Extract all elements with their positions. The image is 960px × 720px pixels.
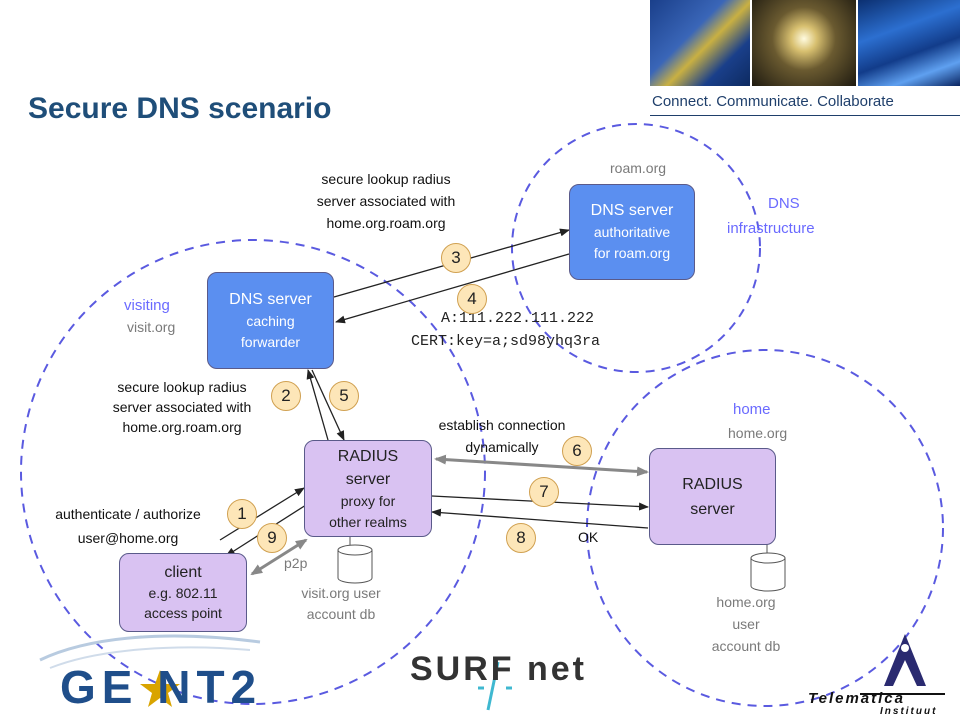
step-badge-6: 6: [562, 436, 592, 466]
telematica-emblem-icon: [860, 634, 945, 695]
lookup-left-line2: server associated with: [112, 399, 252, 415]
auth-label: authenticate / authorize user@home.org: [28, 502, 228, 550]
arrow-step-1: [219, 487, 305, 541]
arrow-step-6: [434, 454, 649, 477]
dns-cache-line3: forwarder: [240, 333, 301, 350]
establish-line2: dynamically: [465, 439, 539, 455]
radius-proxy-line3: proxy for: [340, 492, 396, 509]
zone-dns-title-line1: DNS: [768, 195, 800, 212]
visit-db-line2: account db: [306, 606, 376, 622]
step-badge-2: 2: [271, 381, 301, 411]
dns-caching-server[interactable]: DNS server caching forwarder: [207, 272, 334, 369]
dns-authoritative-server[interactable]: DNS server authoritative for roam.org: [569, 184, 695, 280]
ok-label: OK: [578, 529, 599, 545]
lookup-top-line2: server associated with: [316, 193, 456, 209]
home-db-icon: [750, 552, 786, 592]
tagline: Connect. Communicate. Collaborate: [652, 93, 894, 110]
dns-auth-line2: authoritative: [593, 224, 671, 240]
zone-dns-circle: [511, 123, 761, 373]
arrow-step-2: [306, 369, 329, 441]
dns-cache-line1: DNS server: [229, 290, 312, 308]
establish-label: establish connection dynamically: [414, 414, 590, 458]
photo-flags: [650, 0, 750, 86]
radius-proxy-line2: server: [345, 470, 391, 488]
dns-record-cert: CERT:key=a;sd98yhq3ra: [411, 333, 601, 350]
step-badge-3: 3: [441, 243, 471, 273]
telematica-logo: Telematica: [808, 690, 905, 707]
step-badge-1: 1: [227, 499, 257, 529]
step-badge-9: 9: [257, 523, 287, 553]
zone-visiting-domain: visit.org: [127, 319, 176, 335]
home-db-line2: user: [732, 616, 760, 632]
radius-home-server[interactable]: RADIUS server: [649, 448, 776, 545]
instituut-logo: Instituut: [880, 706, 938, 717]
auth-line2: user@home.org: [77, 530, 179, 546]
arrow-p2p: [250, 538, 308, 576]
radius-proxy-line4: other realms: [329, 513, 407, 530]
dns-auth-line1: DNS server: [590, 202, 674, 219]
auth-line1: authenticate / authorize: [55, 506, 201, 522]
visit-db-line1: visit.org user: [301, 585, 381, 601]
step-badge-8: 8: [506, 523, 536, 553]
lookup-top-label: secure lookup radius server associated w…: [298, 168, 474, 234]
dns-record-a: A:111.222.111.222: [441, 310, 595, 327]
home-db-label: home.org user account db: [694, 591, 798, 657]
radius-proxy-server[interactable]: RADIUS server proxy for other realms: [304, 440, 432, 537]
client-access-point[interactable]: client e.g. 802.11 access point: [119, 553, 247, 632]
zone-home-title: home: [733, 401, 771, 418]
geant-logo: GE NT2: [60, 661, 263, 713]
p2p-label: p2p: [284, 555, 308, 571]
client-line1: client: [164, 564, 202, 581]
visit-db-label: visit.org user account db: [284, 583, 398, 625]
radius-proxy-line1: RADIUS: [337, 447, 399, 465]
geant-star-icon: [140, 670, 180, 707]
zone-home-domain: home.org: [728, 425, 788, 441]
step-badge-5: 5: [329, 381, 359, 411]
dns-cache-line2: caching: [246, 312, 295, 329]
zone-dns-title-line2: infrastructure: [727, 220, 815, 237]
home-db-line3: account db: [711, 638, 781, 654]
zone-home-circle: [586, 349, 944, 707]
arrow-step-4: [335, 253, 570, 324]
client-line2: e.g. 802.11: [148, 585, 218, 601]
arrow-step-8: [431, 508, 649, 529]
home-db-line1: home.org: [716, 594, 776, 610]
radius-home-line1: RADIUS: [682, 475, 743, 493]
step-badge-7: 7: [529, 477, 559, 507]
surfnet-logo: SURF net: [410, 650, 587, 688]
tagline-rule: [650, 115, 960, 116]
lookup-top-line1: secure lookup radius: [321, 171, 451, 187]
surfnet-slash-icon: [478, 661, 512, 711]
lookup-top-line3: home.org.roam.org: [326, 215, 446, 231]
dns-auth-line3: for roam.org: [593, 245, 671, 261]
step-badge-4: 4: [457, 284, 487, 314]
header-photo-strip: [650, 0, 960, 86]
zone-dns-domain: roam.org: [610, 160, 667, 176]
lookup-left-line1: secure lookup radius: [117, 379, 247, 395]
geant-swoosh-icon: [39, 634, 261, 669]
client-line3: access point: [144, 605, 222, 621]
page-title: Secure DNS scenario: [28, 92, 332, 125]
lookup-left-label: secure lookup radius server associated w…: [92, 377, 272, 437]
visit-db-icon: [337, 544, 373, 584]
radius-home-line2: server: [690, 500, 735, 518]
arrow-step-5: [311, 369, 345, 441]
lookup-left-line3: home.org.roam.org: [122, 419, 242, 435]
photo-network: [858, 0, 960, 86]
zone-visiting-title: visiting: [124, 297, 170, 314]
establish-line1: establish connection: [438, 417, 566, 433]
photo-light: [752, 0, 856, 86]
